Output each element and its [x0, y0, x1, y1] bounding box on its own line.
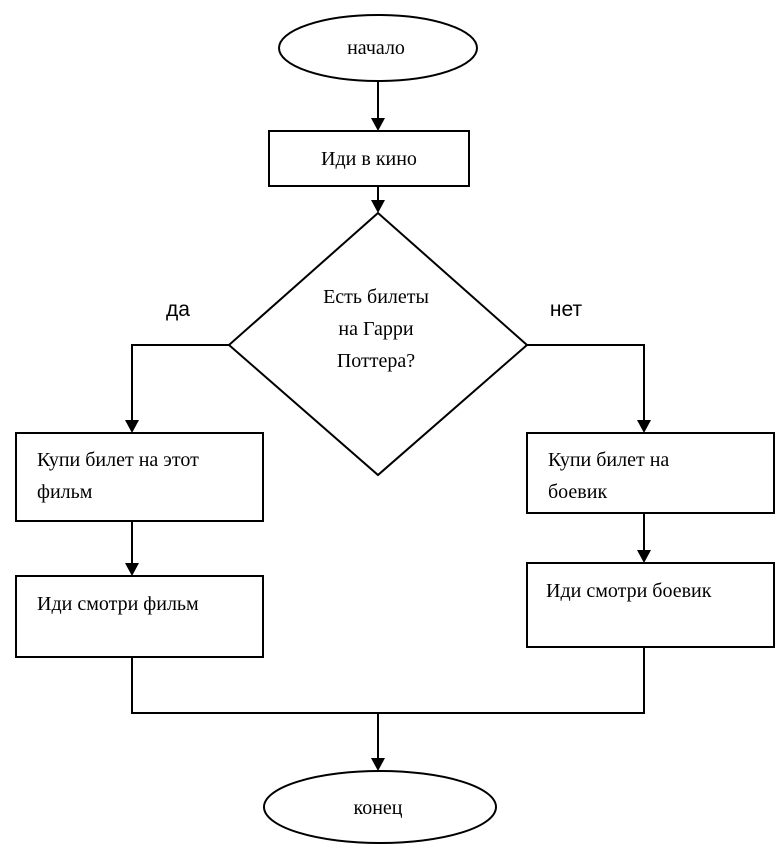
watch-action-label: Иди смотри боевик: [546, 580, 712, 602]
buy-this-ticket-node: Купи билет на этот фильм: [15, 432, 264, 522]
watch-action-node: Иди смотри боевик: [526, 562, 775, 648]
decision-line-3: Поттера?: [337, 350, 415, 372]
edge-decision-no: [527, 344, 645, 422]
arrowhead-watch-action: [637, 550, 651, 563]
buy-action-ticket-line-1: Купи билет на: [548, 449, 669, 471]
decision-line-1: Есть билеты: [323, 286, 429, 308]
start-node: начало: [278, 14, 478, 82]
branch-no-label: нет: [550, 298, 583, 321]
go-to-cinema-label: Иди в кино: [321, 148, 417, 170]
watch-film-node: Иди смотри фильм: [15, 575, 264, 658]
go-to-cinema-node: Иди в кино: [268, 130, 470, 187]
branch-yes-label: да: [166, 298, 190, 321]
arrowhead-watch-film: [125, 563, 139, 576]
end-node: конец: [263, 770, 497, 844]
buy-action-ticket-line-2: боевик: [548, 481, 607, 503]
end-label: конец: [354, 797, 403, 819]
arrowhead-yes: [125, 420, 139, 433]
buy-action-ticket-node: Купи билет на боевик: [526, 432, 775, 514]
arrowhead-decision: [371, 200, 385, 213]
edge-merge: [131, 647, 645, 714]
decision-line-2: на Гарри: [338, 318, 414, 340]
decision-node: Есть билеты на Гарри Поттера?: [227, 211, 529, 477]
arrowhead-end: [371, 758, 385, 771]
buy-this-ticket-line-1: Купи билет на этот: [37, 449, 199, 471]
arrowhead-no: [637, 420, 651, 433]
edge-decision-yes: [131, 344, 229, 422]
arrowhead-go: [371, 118, 385, 131]
watch-film-label: Иди смотри фильм: [37, 593, 199, 615]
buy-this-ticket-line-2: фильм: [37, 481, 93, 503]
start-label: начало: [347, 37, 405, 59]
connectors: [125, 81, 651, 771]
